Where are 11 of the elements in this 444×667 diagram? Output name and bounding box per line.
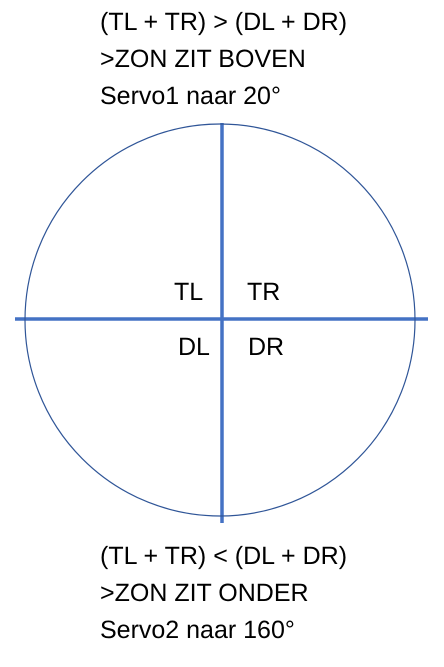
condition-text: (TL + TR) < (DL + DR) xyxy=(100,542,348,570)
status-text: >ZON ZIT ONDER xyxy=(100,579,309,607)
quadrant-label: TR xyxy=(247,278,280,306)
quadrant-label: DR xyxy=(248,333,284,361)
quadrant-label: TL xyxy=(174,278,204,306)
servo-instruction: Servo1 naar 20° xyxy=(100,82,281,110)
quadrant-label: DL xyxy=(178,333,210,361)
servo-instruction: Servo2 naar 160° xyxy=(100,616,295,644)
status-text: >ZON ZIT BOVEN xyxy=(100,45,306,73)
sensor-circle xyxy=(24,123,416,517)
condition-text: (TL + TR) > (DL + DR) xyxy=(100,8,348,36)
